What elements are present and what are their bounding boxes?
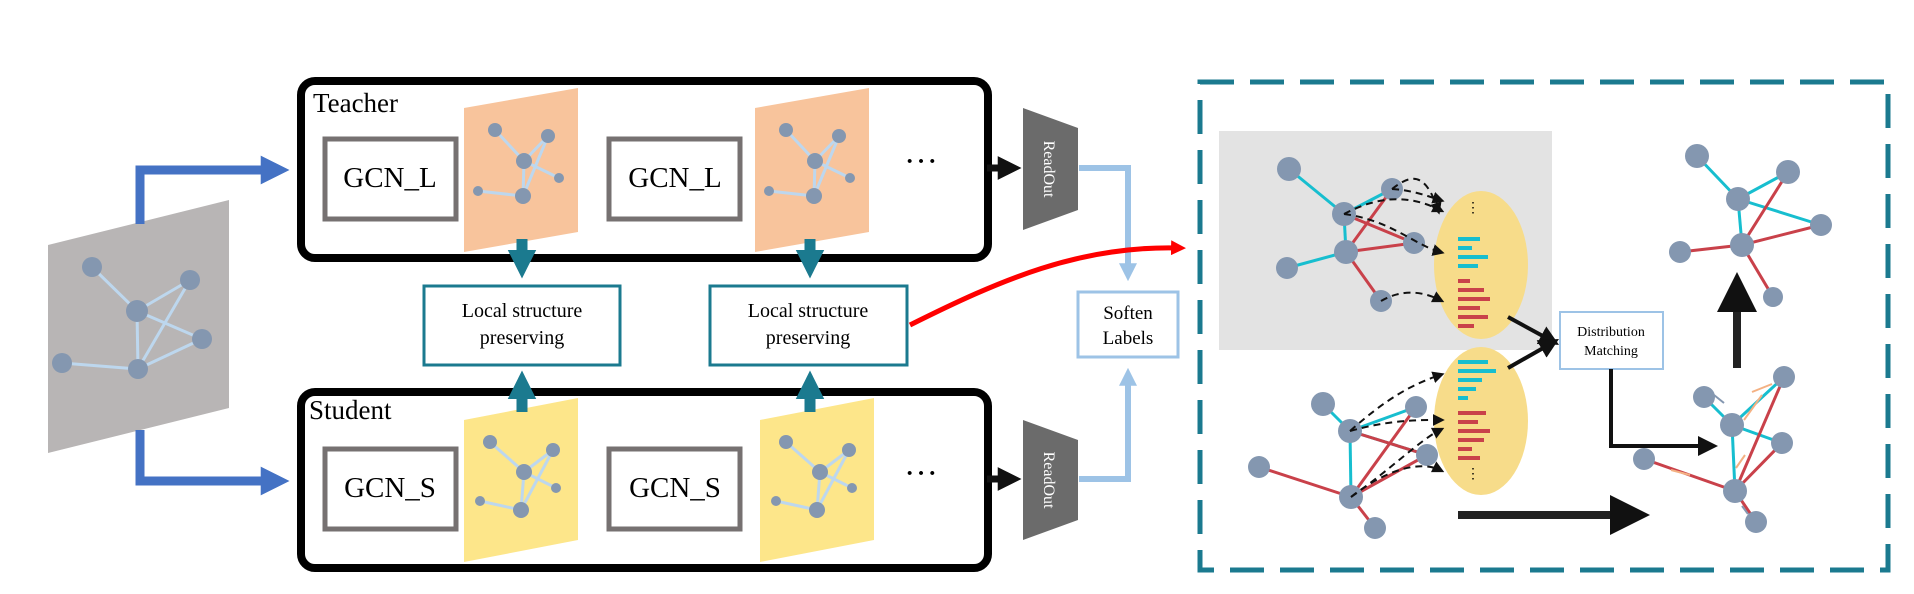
matching-to-graph-arrow	[1609, 369, 1718, 456]
zoom-arrow	[908, 240, 1186, 328]
distribution-matching-box: Distribution Matching	[1559, 311, 1664, 370]
detail-panel	[1197, 79, 1891, 573]
gcn-l-box-2	[606, 136, 743, 222]
teacher-readout: ReadOut	[1023, 108, 1078, 230]
student-readout: ReadOut	[1023, 420, 1078, 540]
aligned-graph	[1669, 144, 1832, 307]
student-readout-label: ReadOut	[1040, 452, 1057, 509]
distribution-matching-line2: Matching	[1584, 344, 1638, 359]
student-histograms: ⋮	[1458, 360, 1496, 482]
gcn-s-label-2: GCN_S	[629, 472, 721, 504]
input-to-models-arrows	[135, 155, 290, 496]
teacher-readout-label: ReadOut	[1040, 141, 1057, 198]
teacher-title: Teacher	[313, 88, 398, 118]
student-distribution-ellipse	[1434, 347, 1528, 495]
local-structure-box-1: Local structure preserving	[422, 284, 622, 367]
teacher-histograms: ⋮	[1458, 201, 1490, 328]
teacher-block: Teacher GCN_L GCN_L	[297, 77, 992, 262]
distribution-input-arrows	[1507, 315, 1560, 370]
student-graph-card-1	[464, 398, 578, 562]
refined-student-graph	[1633, 366, 1795, 533]
teacher-distribution-ellipse	[1434, 191, 1528, 339]
local-structure-box-2: Local structure preserving	[708, 284, 909, 367]
local-structure-label-1a: Local structure	[462, 300, 583, 322]
student-title: Student	[309, 395, 392, 425]
readout-to-soften-arrows	[1079, 165, 1137, 482]
soften-labels-line2: Labels	[1103, 328, 1154, 349]
local-structure-label-1b: preserving	[480, 327, 564, 349]
teacher-graph-card-2	[755, 88, 869, 252]
gcn-s-label-1: GCN_S	[344, 472, 436, 504]
student-detail-graph	[1248, 392, 1438, 539]
input-graph	[48, 200, 229, 453]
gcn-l-label-1: GCN_L	[343, 162, 436, 194]
gcn-s-box-2	[606, 446, 743, 532]
student-block: Student GCN_S GCN_S	[297, 388, 992, 572]
gcn-l-label-2: GCN_L	[628, 162, 721, 194]
teacher-graph-card-1	[464, 88, 578, 252]
embedding-dashed-arrows	[1343, 177, 1445, 498]
distribution-matching-line1: Distribution	[1577, 325, 1645, 340]
teacher-hist-ellipsis: ⋮	[1466, 201, 1480, 216]
local-structure-label-2a: Local structure	[748, 300, 869, 322]
gcn-s-box-1	[322, 446, 459, 532]
local-structure-label-2b: preserving	[766, 327, 850, 349]
teacher-ellipsis: ···	[904, 143, 938, 180]
gcn-l-box-1	[322, 136, 459, 222]
soften-labels-box: Soften Labels	[1076, 290, 1180, 359]
student-ellipsis: ···	[904, 455, 938, 492]
local-structure-arrows	[507, 239, 825, 412]
soften-labels-line1: Soften	[1103, 303, 1153, 324]
student-graph-card-2	[760, 398, 874, 562]
student-hist-ellipsis: ⋮	[1466, 467, 1480, 482]
